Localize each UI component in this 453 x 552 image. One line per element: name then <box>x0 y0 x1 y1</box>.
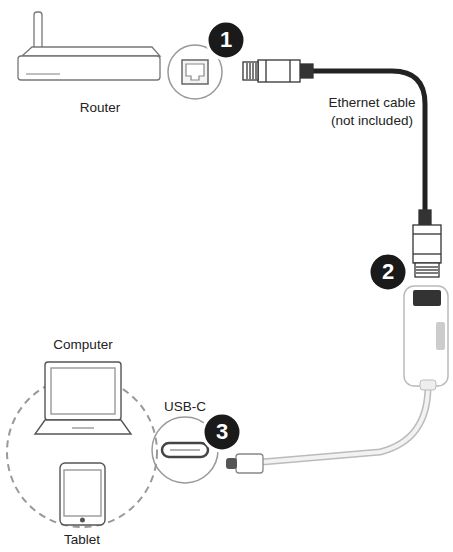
callout-circle <box>207 21 245 59</box>
callout-circle <box>369 253 407 291</box>
cable-label: Ethernet cable (not included) <box>322 94 422 129</box>
callout-number: 3 <box>216 421 228 443</box>
device-label: Router <box>80 99 121 117</box>
router-illustration <box>18 12 160 80</box>
port-label: USB-C <box>164 398 206 416</box>
usb-c-plug <box>226 454 263 473</box>
usb-cable-outline <box>262 386 428 462</box>
rj45-plug-top <box>243 60 313 82</box>
tablet-illustration <box>60 463 105 525</box>
device-label: Tablet <box>64 531 100 549</box>
rj45-plug-bottom <box>413 210 441 277</box>
laptop-illustration <box>35 362 131 434</box>
usb-cable <box>262 386 428 462</box>
device-label: Computer <box>53 336 112 354</box>
ethernet-cable <box>312 71 425 212</box>
callout-number: 1 <box>220 29 232 51</box>
callout-number: 2 <box>382 261 394 283</box>
callout-circle <box>203 413 241 451</box>
ethernet-adapter <box>404 286 448 390</box>
